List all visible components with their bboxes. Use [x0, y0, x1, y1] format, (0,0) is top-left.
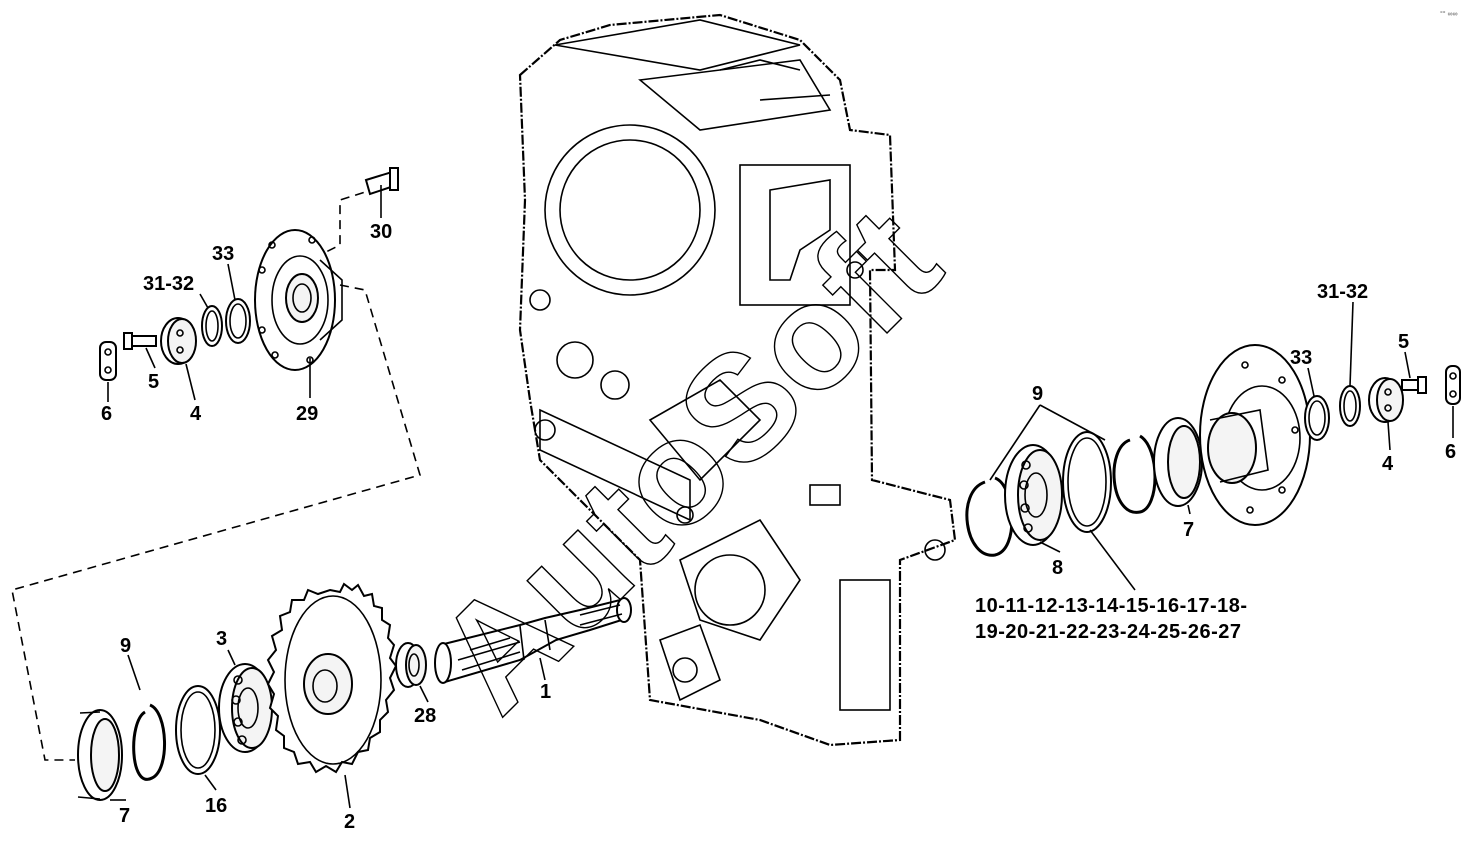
- label-5-left: 5: [148, 371, 159, 393]
- callout-labels: 6 5 4 31-32 33 29 30 1 28 2 3 9 7 16 9 8…: [101, 221, 1456, 833]
- label-9-right: 9: [1032, 383, 1043, 405]
- part-6-right-plate: [1445, 365, 1461, 405]
- part-3-bearing: [218, 663, 273, 753]
- part-5-left-bolt: [123, 332, 157, 350]
- label-4-left: 4: [190, 403, 202, 425]
- part-7-right-seal: [1153, 417, 1203, 507]
- transmission-housing: [518, 13, 957, 747]
- part-right-cover-flange: [1199, 344, 1311, 526]
- part-9-right-snap-ring-b: [1112, 434, 1157, 514]
- part-16-ring: [175, 685, 221, 775]
- corner-mark: °° ∞∞: [1440, 10, 1458, 18]
- label-30: 30: [370, 221, 392, 243]
- label-range-line-2: 19-20-21-22-23-24-25-26-27: [975, 621, 1242, 643]
- callout-leader-lines: [107, 185, 1454, 809]
- part-5-right-bolt: [1401, 376, 1427, 394]
- part-33-right-oring: [1304, 395, 1330, 441]
- label-31-32-right: 31-32: [1317, 281, 1368, 303]
- label-7-right: 7: [1183, 519, 1194, 541]
- part-7-bottom-seal: [77, 709, 123, 801]
- label-6-left: 6: [101, 403, 112, 425]
- part-8-bearing: [1004, 444, 1063, 546]
- part-4-right-cap: [1368, 377, 1404, 423]
- label-28: 28: [414, 705, 436, 727]
- label-5-right: 5: [1398, 331, 1409, 353]
- label-9-bottom: 9: [120, 635, 131, 657]
- label-31-32-left: 31-32: [143, 273, 194, 295]
- label-33-left: 33: [212, 243, 234, 265]
- part-33-left-oring: [225, 298, 251, 344]
- part-29-cover-flange: [254, 229, 343, 371]
- part-9-bottom-snap-ring: [132, 703, 166, 781]
- label-16: 16: [205, 795, 227, 817]
- label-3: 3: [216, 628, 227, 650]
- part-10-27-shims: [1062, 431, 1112, 533]
- part-6-left-plate: [99, 341, 117, 381]
- assembly-dashed-lines: [11, 187, 421, 761]
- label-33-right: 33: [1290, 347, 1312, 369]
- part-31-32-right-shim: [1339, 385, 1361, 427]
- label-2: 2: [344, 811, 355, 833]
- part-28-bushing: [395, 642, 427, 688]
- label-4-right: 4: [1382, 453, 1394, 475]
- label-6-right: 6: [1445, 441, 1456, 463]
- label-29: 29: [296, 403, 318, 425]
- part-4-left-cap: [160, 317, 197, 365]
- part-2-gear: [266, 582, 398, 774]
- part-30-bolt: [364, 167, 399, 196]
- label-1: 1: [540, 681, 551, 703]
- label-7-bottom: 7: [119, 805, 130, 827]
- part-1-shaft: [434, 597, 632, 684]
- label-range-line-1: 10-11-12-13-14-15-16-17-18-: [975, 595, 1248, 617]
- part-31-32-left-shim: [201, 305, 223, 347]
- label-8: 8: [1052, 557, 1063, 579]
